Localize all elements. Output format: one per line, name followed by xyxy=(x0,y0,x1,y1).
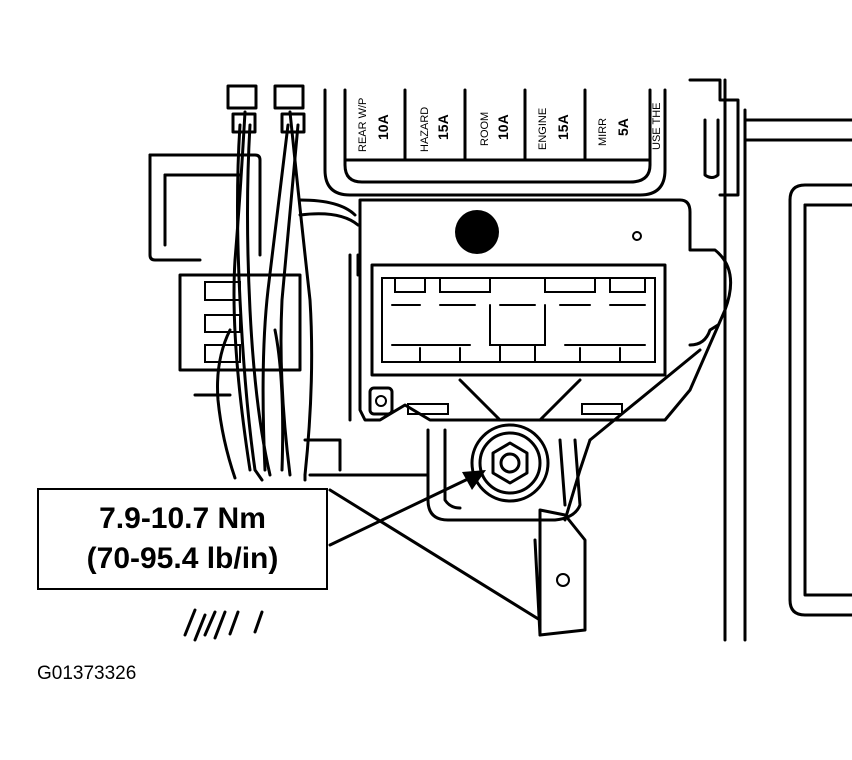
fuse-amp-mirr: 5A xyxy=(615,118,631,136)
mounting-hole xyxy=(455,210,499,254)
fuse-label-room: ROOM xyxy=(479,112,491,146)
wire-harness xyxy=(148,110,430,642)
fuse-amp-room: 10A xyxy=(495,114,511,140)
fuse-panel xyxy=(323,88,667,197)
right-panel-edge xyxy=(688,78,852,642)
torque-value-lbin: (70-95.4 lb/in) xyxy=(86,542,279,575)
fuse-label-use-the: USE THE xyxy=(651,103,663,150)
bracket-tab xyxy=(538,508,587,637)
mounting-bracket xyxy=(328,348,702,637)
torque-callout: 7.9-10.7 Nm (70-95.4 lb/in) xyxy=(37,488,328,590)
fuse-label-rear-wp: REAR W/P xyxy=(357,98,369,152)
fuse-label-hazard: HAZARD xyxy=(419,107,431,152)
torque-value-nm: 7.9-10.7 Nm xyxy=(99,502,266,535)
fuse-amp-engine: 15A xyxy=(555,114,571,140)
fuse-amp-hazard: 15A xyxy=(435,114,451,140)
nut-icon xyxy=(491,441,529,485)
fuse-label-mirr: MIRR xyxy=(597,118,609,146)
connector-housing xyxy=(348,198,733,422)
stud-washer xyxy=(470,423,550,503)
torque-arrow xyxy=(328,470,486,547)
figure-code: G01373326 xyxy=(37,663,137,684)
fuse-labels: REAR W/P 10A HAZARD 15A ROOM 10A ENGINE … xyxy=(357,98,663,152)
fuse-label-engine: ENGINE xyxy=(537,108,549,150)
fuse-amp-rear-wp: 10A xyxy=(375,114,391,140)
